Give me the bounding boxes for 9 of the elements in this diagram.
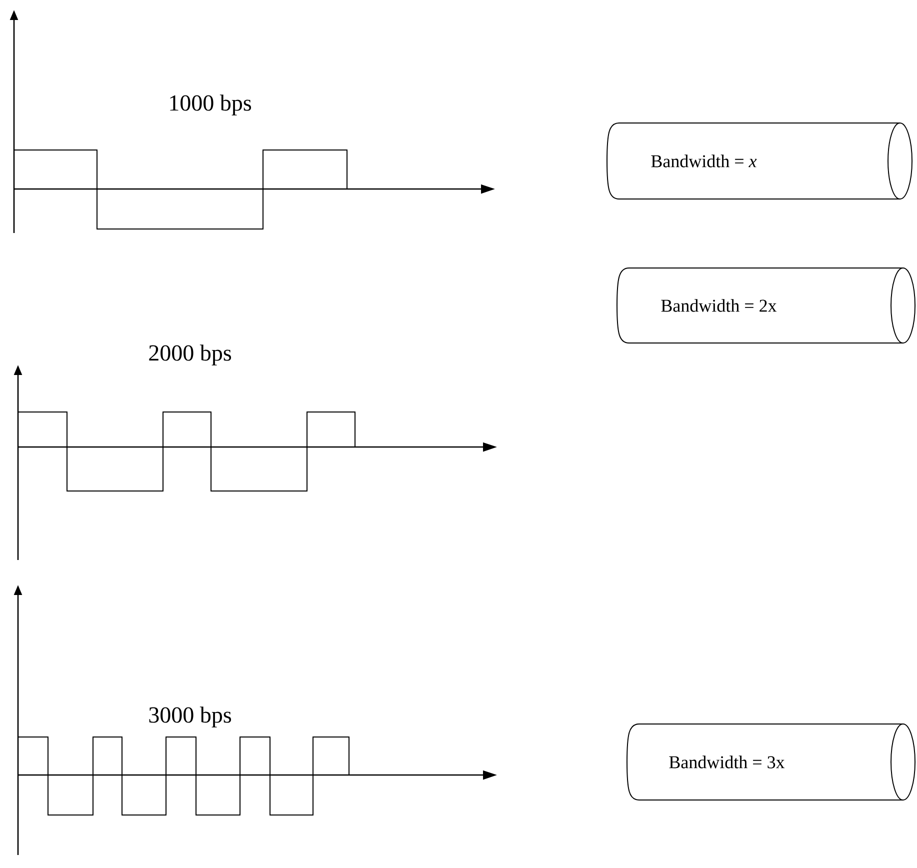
cylinder: Bandwidth = 3x [626,724,916,800]
bit-rate-label: 3000 bps [149,706,232,728]
cylinder: Bandwidth = x [606,122,913,200]
cylinder: Bandwidth = 2x [616,268,916,344]
node-label: Bandwidth = 2x [661,299,777,312]
node-label: Bandwidth = x [651,154,757,168]
bit-rate-label: 1000 bps [170,94,252,116]
node-label: Bandwidth = 3x [669,756,785,768]
bit-rate-label: 2000 bps [149,344,232,366]
